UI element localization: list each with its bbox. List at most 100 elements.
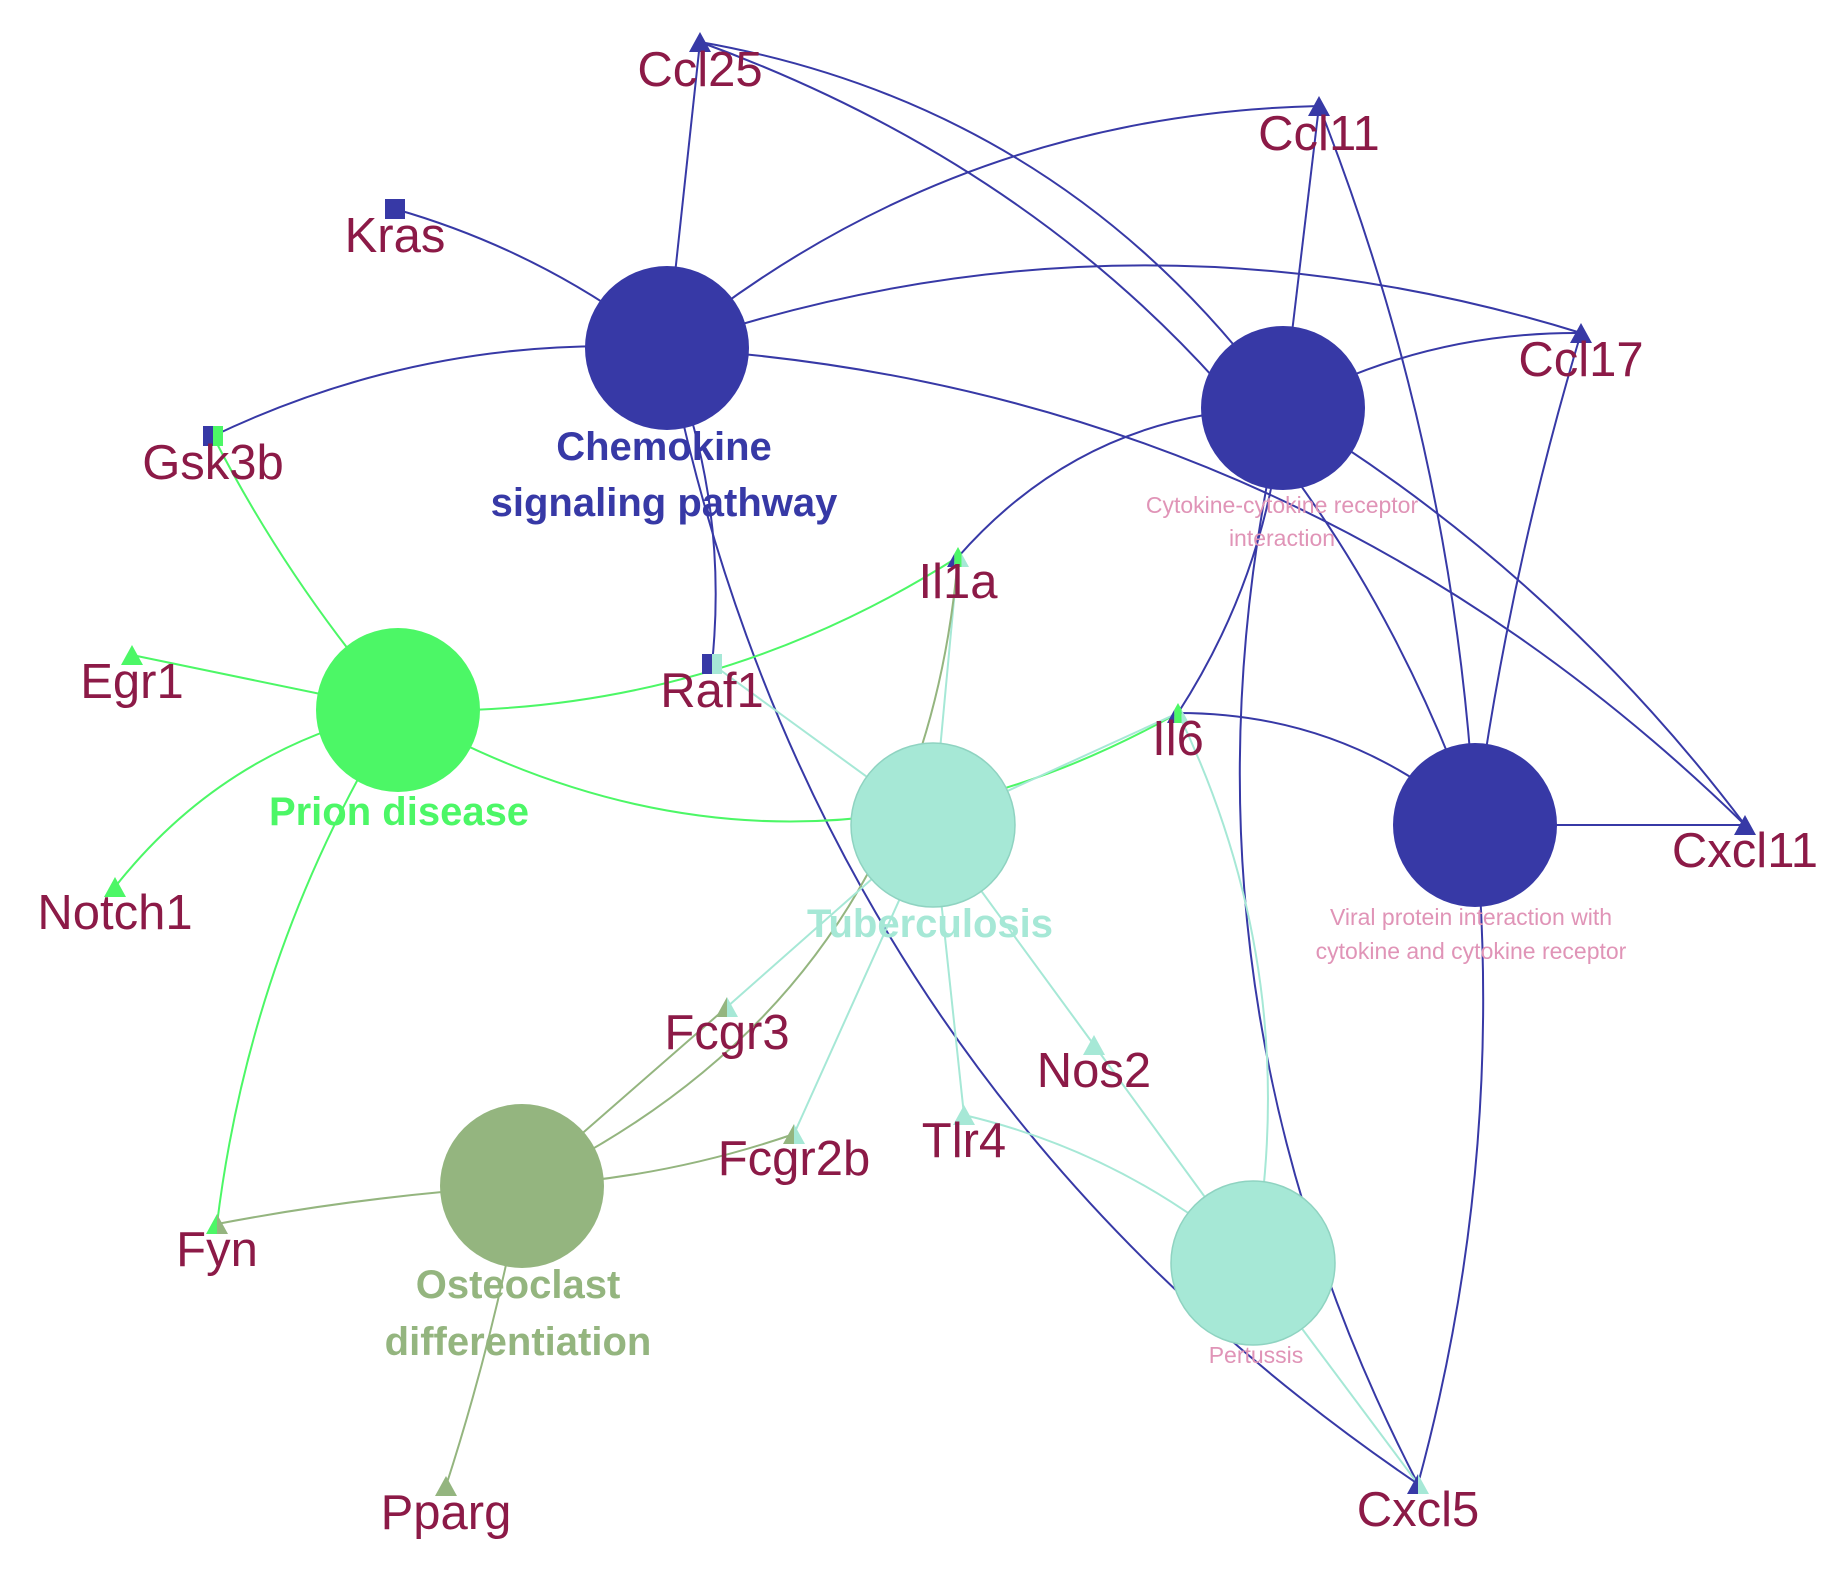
edge-ccl25-cytokine (699, 41, 1284, 409)
gene-node-tlr4[interactable] (953, 1105, 975, 1125)
gene-node-gsk3b[interactable] (203, 426, 223, 446)
term-label-line: Prion disease (269, 790, 529, 834)
edge-cxcl5-cytokine (1238, 407, 1419, 1485)
gene-marker-segment (435, 1476, 457, 1496)
gene-node-raf1[interactable] (702, 654, 722, 674)
gene-node-ccl11[interactable] (1308, 96, 1330, 116)
gene-label-kras: Kras (345, 209, 446, 263)
gene-label-gsk3b: Gsk3b (142, 436, 284, 490)
gene-marker-segment (783, 1124, 794, 1144)
term-label-line: Osteoclast (416, 1263, 621, 1307)
gene-marker-segment (1167, 709, 1175, 723)
gene-marker-segment (1734, 815, 1756, 835)
gene-label-il6: Il6 (1152, 712, 1204, 766)
term-label-line: differentiation (385, 1320, 652, 1364)
gene-marker-segment (385, 199, 405, 219)
term-label-prion: Prion disease (269, 790, 529, 834)
gene-label-nos2: Nos2 (1037, 1044, 1151, 1098)
gene-marker-segment (1181, 709, 1189, 723)
gene-label-ccl17: Ccl17 (1518, 333, 1643, 387)
gene-marker-segment (954, 547, 962, 567)
gene-marker-segment (1308, 96, 1330, 116)
gene-label-cxcl11: Cxcl11 (1672, 824, 1818, 878)
gene-marker-segment (947, 553, 955, 567)
term-node-prion[interactable] (316, 628, 480, 792)
gene-label-fcgr3: Fcgr3 (664, 1006, 789, 1060)
gene-label-cxcl5: Cxcl5 (1357, 1483, 1480, 1537)
gene-node-il1a[interactable] (947, 547, 969, 567)
term-label-pertussis: Pertussis (1209, 1342, 1304, 1368)
term-node-pertussis[interactable] (1170, 1180, 1336, 1346)
gene-marker-segment (104, 877, 126, 897)
gene-marker-segment (206, 1214, 217, 1234)
term-label-line: interaction (1229, 525, 1335, 551)
term-node-chemokine[interactable] (585, 266, 749, 430)
term-label-line: Pertussis (1209, 1342, 1304, 1368)
gene-label-raf1: Raf1 (660, 664, 764, 718)
gene-label-notch1: Notch1 (37, 886, 192, 940)
edge-il6-prion (397, 709, 1179, 823)
term-label-osteoclast: Osteoclast differentiation (385, 1263, 652, 1364)
gene-label-egr1: Egr1 (80, 655, 184, 709)
term-label-line: signaling pathway (491, 481, 838, 525)
edge-cxcl11-cytokine (1282, 407, 1746, 826)
edge-cxcl11-chemokine (666, 347, 1746, 826)
gene-label-fyn: Fyn (176, 1223, 258, 1277)
gene-marker-segment (712, 654, 722, 674)
edge-cxcl5-viral (1417, 824, 1485, 1485)
term-label-line: Cytokine-cytokine receptor (1146, 492, 1419, 518)
gene-node-notch1[interactable] (104, 877, 126, 897)
gene-marker-segment (727, 997, 738, 1017)
gene-node-fyn[interactable] (206, 1214, 228, 1234)
edge-il1a-osteoclast (521, 556, 959, 1187)
gene-node-pparg[interactable] (435, 1476, 457, 1496)
gene-node-kras[interactable] (385, 199, 405, 219)
gene-label-ccl11: Ccl11 (1258, 107, 1380, 161)
gene-marker-segment (1418, 1474, 1429, 1494)
gene-marker-segment (203, 426, 213, 446)
gene-node-nos2[interactable] (1083, 1035, 1105, 1055)
gene-label-il1a: Il1a (918, 555, 998, 609)
gene-marker-segment (953, 1105, 975, 1125)
edge-cxcl5-chemokine (666, 347, 1419, 1485)
gene-marker-segment (702, 654, 712, 674)
gene-node-egr1[interactable] (121, 645, 143, 665)
gene-label-pparg: Pparg (381, 1486, 512, 1540)
gene-marker-segment (121, 645, 143, 665)
gene-marker-segment (794, 1124, 805, 1144)
term-node-viral[interactable] (1393, 743, 1557, 907)
term-label-line: Viral protein interaction with (1330, 904, 1612, 930)
gene-nodes-layer (104, 32, 1756, 1496)
gene-marker-segment (1407, 1474, 1418, 1494)
gene-node-fcgr3[interactable] (716, 997, 738, 1017)
edge-ccl17-chemokine (666, 264, 1582, 349)
edge-il1a-prion (397, 556, 959, 712)
gene-marker-segment (217, 1214, 228, 1234)
term-node-cytokine[interactable] (1201, 326, 1365, 490)
term-label-viral: Viral protein interaction with cytokine a… (1316, 904, 1627, 964)
term-label-line: Tuberculosis (807, 902, 1053, 946)
gene-marker-segment (1083, 1035, 1105, 1055)
gene-node-ccl17[interactable] (1570, 323, 1592, 343)
gene-node-ccl25[interactable] (689, 32, 711, 52)
term-nodes-layer (316, 266, 1557, 1346)
gene-marker-segment (213, 426, 223, 446)
gene-node-fcgr2b[interactable] (783, 1124, 805, 1144)
term-label-tuberculosis: Tuberculosis (807, 902, 1053, 946)
gene-label-ccl25: Ccl25 (637, 43, 762, 97)
term-label-cytokine: Cytokine-cytokine receptor interaction (1146, 492, 1419, 551)
gene-node-cxcl5[interactable] (1407, 1474, 1429, 1494)
edge-ccl11-viral (1318, 105, 1476, 826)
term-label-line: cytokine and cytokine receptor (1316, 938, 1627, 964)
gene-node-il6[interactable] (1167, 703, 1189, 723)
gene-marker-segment (1570, 323, 1592, 343)
gene-marker-segment (716, 997, 727, 1017)
gene-node-cxcl11[interactable] (1734, 815, 1756, 835)
term-node-tuberculosis[interactable] (850, 742, 1016, 908)
edge-ccl11-chemokine (666, 105, 1320, 349)
term-node-osteoclast[interactable] (440, 1104, 604, 1268)
